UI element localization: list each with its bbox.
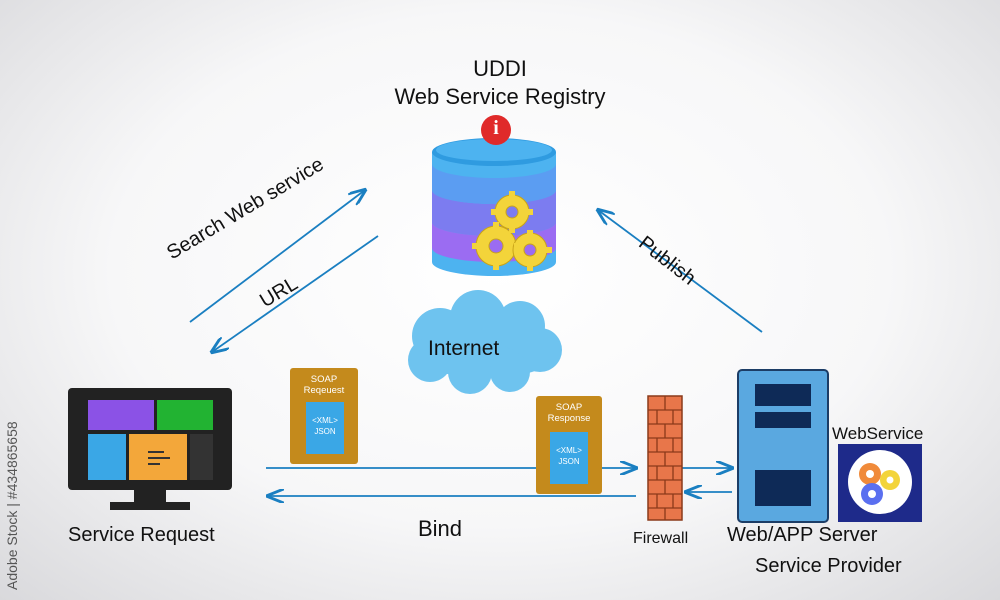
- internet-cloud-icon: [408, 290, 562, 394]
- registry-title-uddi: UDDI: [473, 56, 527, 81]
- publish-arrow: [598, 210, 763, 333]
- internet-label: Internet: [428, 337, 500, 360]
- soap-request-document: SOAP Reqeuest <XML> JSON: [290, 368, 358, 464]
- server-label: Web/APP Server: [727, 524, 878, 546]
- registry-title: Web Service Registry: [394, 84, 606, 109]
- webservice-label: WebService: [832, 424, 924, 443]
- info-glyph: i: [493, 117, 499, 139]
- url-arrow: [212, 235, 379, 352]
- soap-response-json: JSON: [558, 457, 580, 466]
- soap-request-paper-icon: <XML> JSON: [306, 402, 344, 454]
- webservice-icon: [838, 444, 922, 522]
- service-provider-label: Service Provider: [755, 555, 902, 577]
- firewall-label: Firewall: [633, 530, 689, 547]
- bind-label: Bind: [418, 516, 463, 541]
- client-monitor-icon: [68, 388, 232, 510]
- firewall-icon: [647, 395, 683, 521]
- soap-response-paper-icon: <XML> JSON: [550, 432, 588, 484]
- soap-request-json: JSON: [314, 427, 336, 436]
- soap-response-document: SOAP Response <XML> JSON: [536, 396, 602, 494]
- soap-response-xml: <XML>: [556, 446, 582, 455]
- soap-request-xml: <XML>: [312, 416, 338, 425]
- search-arrow: [189, 190, 365, 323]
- info-icon: [481, 115, 511, 145]
- service-request-label: Service Request: [68, 524, 215, 546]
- soap-request-title: SOAP Reqeuest: [303, 374, 345, 396]
- server-icon: [737, 369, 829, 523]
- soap-response-title: SOAP Response: [547, 402, 591, 424]
